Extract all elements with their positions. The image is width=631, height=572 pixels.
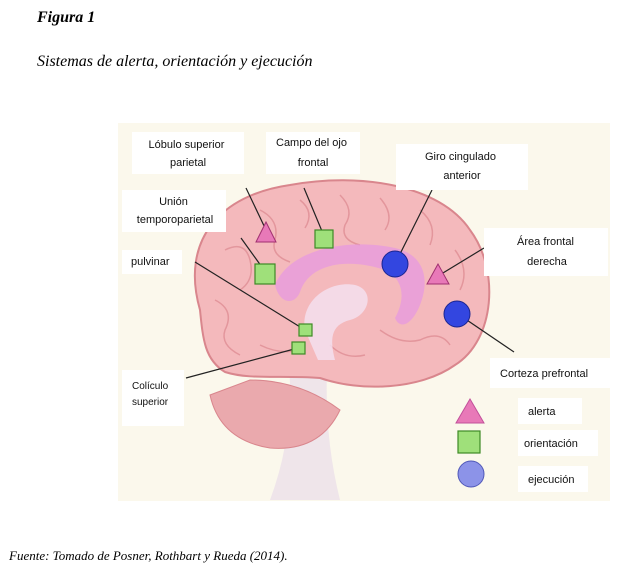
label-box-union xyxy=(122,190,226,232)
label-box-lobulo xyxy=(132,132,244,174)
legend-label-ejecucion: ejecución xyxy=(528,474,574,486)
label-campo: Campo del ojo frontal xyxy=(276,137,350,169)
orientacion-marker-colliculus xyxy=(291,341,306,355)
label-coliculo: Colículo superior xyxy=(132,381,171,408)
orientacion-marker-pulvinar xyxy=(298,323,313,337)
label-box-coliculo xyxy=(122,370,184,426)
label-lobulo: Lóbulo superior parietal xyxy=(149,139,228,169)
label-box-campo xyxy=(266,132,360,174)
legend-label-alerta: alerta xyxy=(528,406,556,418)
cerebellum xyxy=(209,379,341,449)
label-giro: Giro cingulado anterior xyxy=(425,151,499,182)
legend-square-icon xyxy=(457,430,481,454)
figure-number: Figura 1 xyxy=(37,9,96,26)
legend-triangle-icon xyxy=(455,398,485,424)
label-box-area xyxy=(484,228,608,276)
legend-label-box-2 xyxy=(518,430,598,456)
inner-structure xyxy=(304,284,368,360)
legend-label-orientacion: orientación xyxy=(524,438,578,450)
orientacion-marker-frontal-eye xyxy=(314,229,334,249)
label-corteza: Corteza prefrontal xyxy=(500,368,588,380)
alerta-marker-parietal xyxy=(255,220,277,243)
ejecucion-marker-prefrontal xyxy=(443,300,471,328)
legend: alerta orientación ejecución xyxy=(440,394,608,500)
label-box-giro xyxy=(396,144,528,190)
figure-source: Fuente: Tomado de Posner, Rothbart y Rue… xyxy=(9,548,288,563)
ejecucion-marker-cingulate xyxy=(381,250,409,278)
label-box-corteza xyxy=(490,358,612,388)
orientacion-marker-temporoparietal xyxy=(254,263,276,285)
label-area: Área frontal derecha xyxy=(517,235,577,268)
alerta-marker-frontal xyxy=(426,262,450,285)
brain-folds xyxy=(214,194,465,357)
label-box-pulvinar xyxy=(122,250,182,274)
leader-lines xyxy=(185,187,515,379)
legend-label-box-3 xyxy=(518,466,588,492)
label-pulvinar: pulvinar xyxy=(131,256,170,268)
figure-title: Sistemas de alerta, orientación y ejecuc… xyxy=(37,53,313,70)
label-union: Unión temporoparietal xyxy=(137,196,213,226)
legend-circle-icon xyxy=(457,460,485,488)
legend-label-box-1 xyxy=(518,398,582,424)
